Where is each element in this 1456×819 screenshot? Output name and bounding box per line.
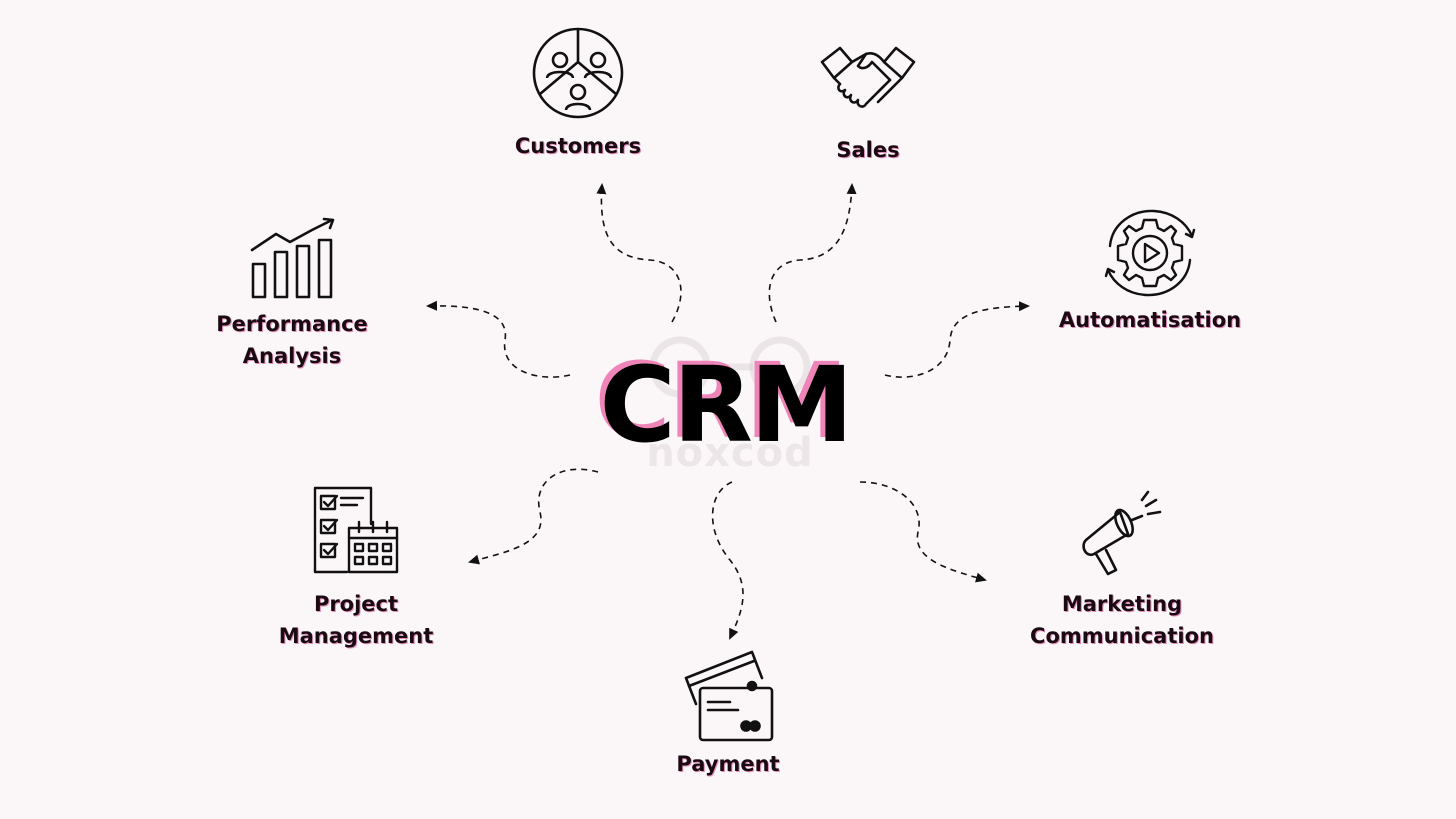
arrow-sales xyxy=(768,183,857,323)
megaphone-icon xyxy=(1082,490,1162,576)
node-performance-analysis: Performance Analysis xyxy=(202,216,382,372)
node-customers: Customers xyxy=(498,26,658,162)
customer-segments-icon xyxy=(532,27,624,119)
customers-label: Customers xyxy=(514,134,642,158)
arrow-payment xyxy=(711,481,744,640)
arrow-automation xyxy=(884,301,1030,378)
sales-label: Sales xyxy=(836,138,900,162)
watermark-text: noxcod xyxy=(646,430,814,476)
marketing-label-line2: Communication xyxy=(1030,624,1214,648)
handshake-icon xyxy=(820,46,916,108)
credit-cards-icon xyxy=(684,650,774,742)
arrow-project xyxy=(468,468,599,565)
payment-label: Payment xyxy=(676,752,780,776)
bar-chart-trend-icon xyxy=(250,217,335,299)
arrow-marketing xyxy=(859,481,987,583)
performance-label-line1: Performance xyxy=(216,312,368,336)
project-label-line2: Management xyxy=(278,624,434,648)
checklist-calendar-icon xyxy=(313,486,399,574)
node-sales: Sales xyxy=(788,40,948,166)
project-label-line1: Project xyxy=(313,592,399,616)
automatisation-label: Automatisation xyxy=(1058,308,1242,332)
center-title: CRM xyxy=(599,344,854,466)
arrow-customers xyxy=(596,183,682,323)
node-project-management: Project Management xyxy=(266,486,446,652)
node-payment: Payment xyxy=(648,648,808,780)
gear-cycle-icon xyxy=(1104,209,1196,297)
node-marketing-communication: Marketing Communication xyxy=(1010,490,1234,652)
marketing-label-line1: Marketing xyxy=(1061,592,1183,616)
node-automatisation: Automatisation xyxy=(1050,206,1250,336)
watermark-logo-icon xyxy=(649,336,811,398)
performance-label-line2: Analysis xyxy=(242,344,342,368)
arrow-performance xyxy=(426,300,571,378)
